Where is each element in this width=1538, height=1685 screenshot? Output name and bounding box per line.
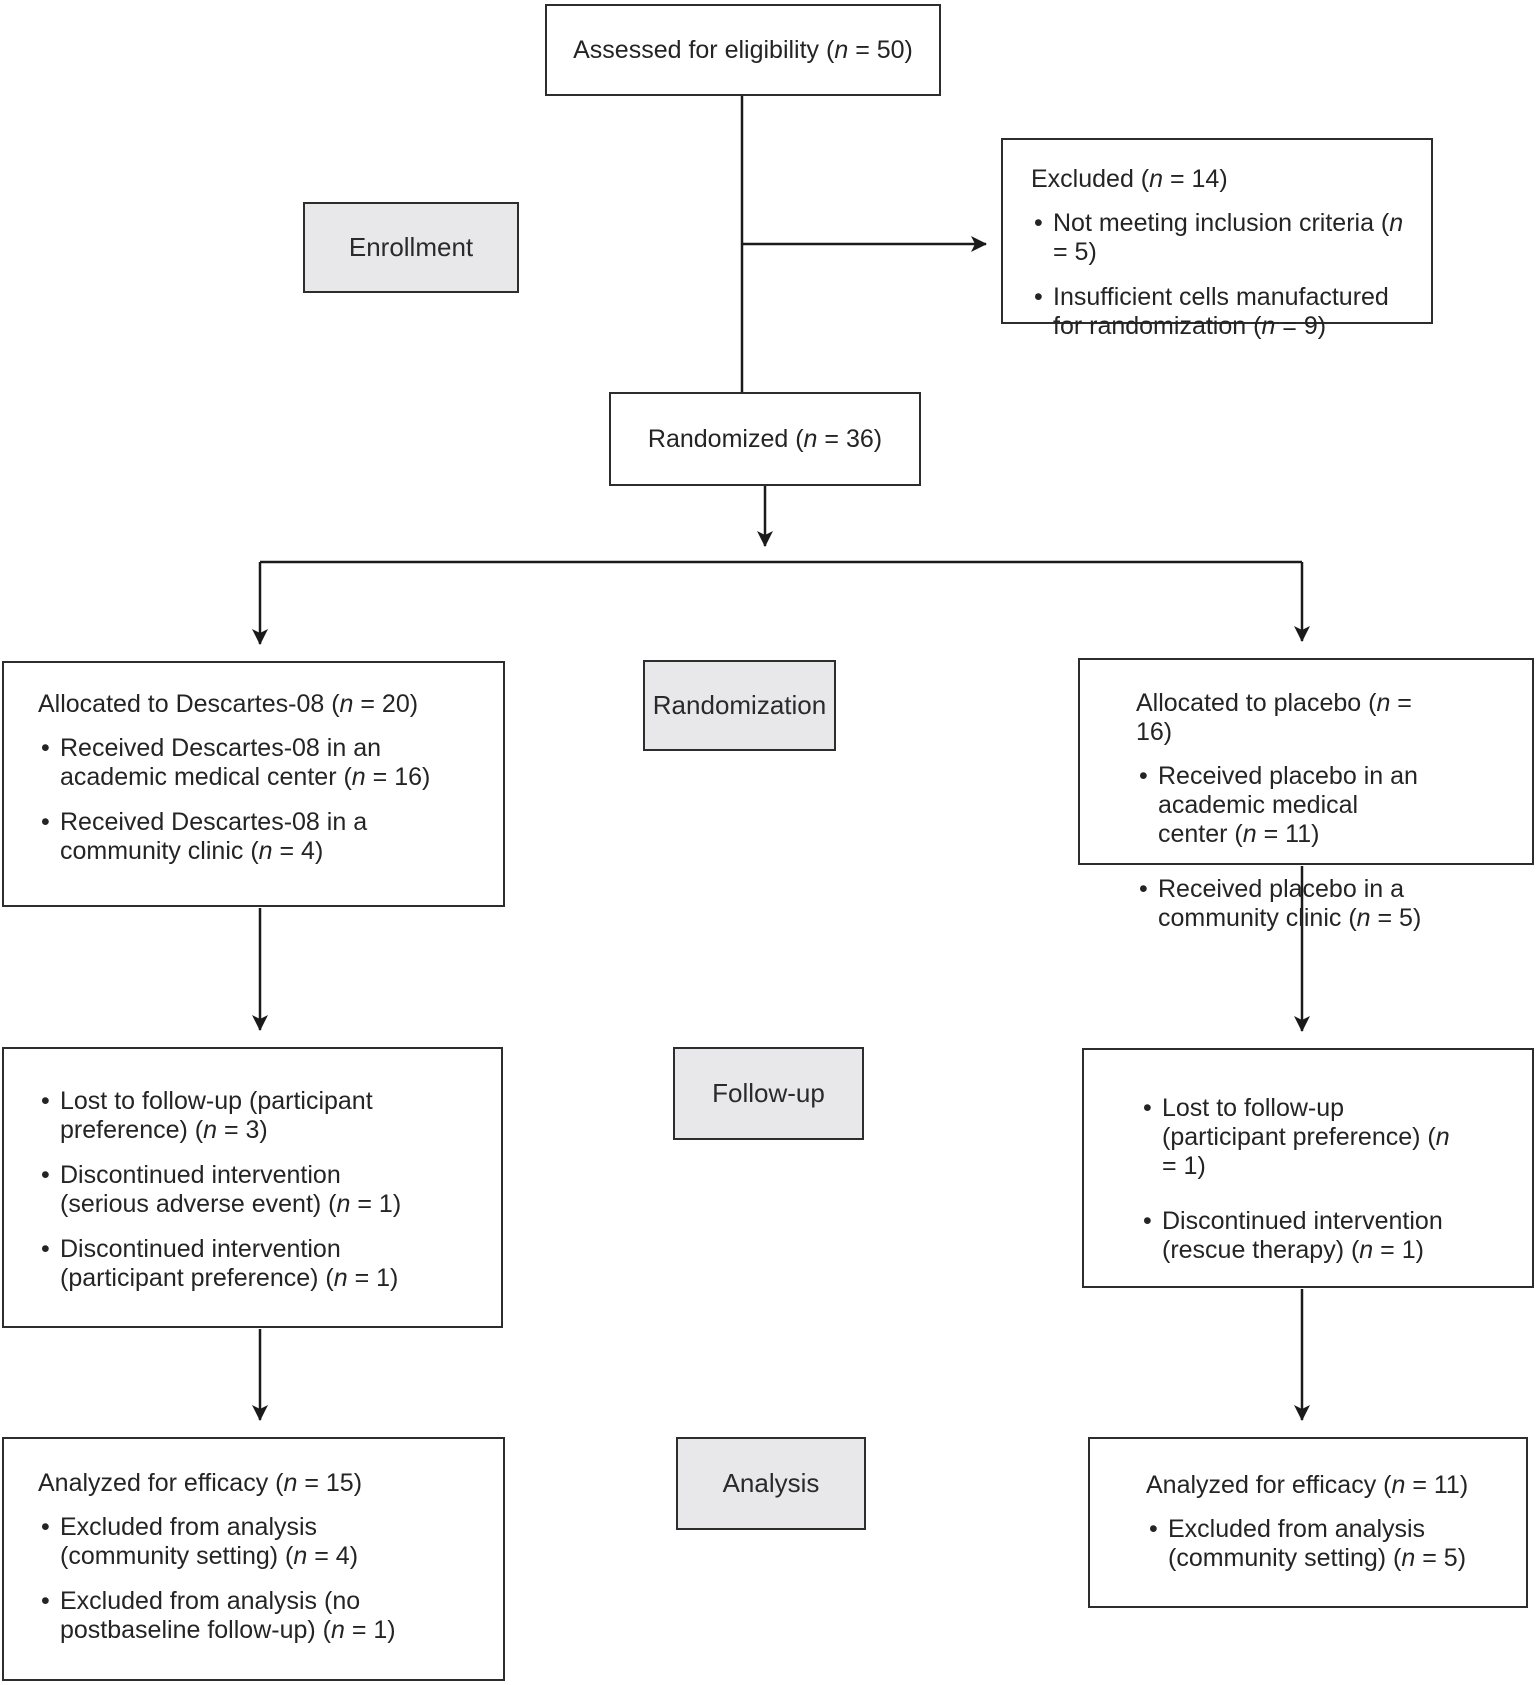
analyzed-descartes-bullet: Excluded from analysis (no postbaseline … (38, 1587, 438, 1645)
followup-descartes-bullet: Lost to follow-up (participant preferenc… (38, 1087, 408, 1145)
assessed-eligibility-text: Assessed for eligibility (n = 50) (573, 35, 913, 64)
allocated-placebo-bullet: Received placebo in an academic medical … (1136, 762, 1431, 849)
excluded-box: Excluded (n = 14) Not meeting inclusion … (1001, 138, 1433, 340)
followup-placebo-bullet: Lost to follow-up (participant preferenc… (1140, 1094, 1455, 1181)
excluded-bullet: Not meeting inclusion criteria (n = 5) (1031, 209, 1413, 267)
analyzed-placebo-bullet: Excluded from analysis (community settin… (1146, 1515, 1512, 1573)
randomized-text: Randomized (n = 36) (647, 424, 883, 453)
analyzed-placebo-box: Analyzed for efficacy (n = 11) Excluded … (1088, 1437, 1528, 1608)
followup-descartes-bullet: Discontinued intervention (participant p… (38, 1235, 408, 1293)
randomized-box: Randomized (n = 36) (609, 392, 921, 486)
allocated-placebo-box: Allocated to placebo (n = 16) Received p… (1078, 658, 1534, 932)
allocated-placebo-bullet: Received placebo in a community clinic (… (1136, 875, 1431, 933)
excluded-title: Excluded (n = 14) (1031, 165, 1228, 193)
analyzed-placebo-title: Analyzed for efficacy (n = 11) (1146, 1471, 1469, 1499)
allocated-descartes-bullet: Received Descartes-08 in an academic med… (38, 734, 443, 792)
stage-label-analysis-text: Analysis (722, 1468, 820, 1498)
stage-label-followup: Follow-up (673, 1047, 864, 1140)
stage-label-enrollment: Enrollment (303, 202, 519, 293)
analyzed-descartes-box: Analyzed for efficacy (n = 15) Excluded … (2, 1437, 505, 1681)
stage-label-enrollment-text: Enrollment (348, 232, 474, 262)
allocated-placebo-title: Allocated to placebo (n = 16) (1136, 689, 1412, 746)
stage-label-randomization: Randomization (643, 660, 836, 751)
analyzed-descartes-bullet: Excluded from analysis (community settin… (38, 1513, 438, 1571)
stage-label-analysis: Analysis (676, 1437, 866, 1530)
followup-placebo-bullet: Discontinued intervention (rescue therap… (1140, 1207, 1455, 1265)
followup-descartes-bullet: Discontinued intervention (serious adver… (38, 1161, 408, 1219)
analyzed-descartes-title: Analyzed for efficacy (n = 15) (38, 1469, 363, 1497)
stage-label-randomization-text: Randomization (652, 690, 827, 720)
followup-descartes-box: Lost to follow-up (participant preferenc… (2, 1047, 503, 1328)
stage-label-followup-text: Follow-up (712, 1078, 825, 1108)
followup-placebo-box: Lost to follow-up (participant preferenc… (1082, 1048, 1534, 1288)
allocated-descartes-box: Allocated to Descartes-08 (n = 20) Recei… (2, 661, 505, 907)
allocated-descartes-bullet: Received Descartes-08 in a community cli… (38, 808, 443, 866)
excluded-bullet: Insufficient cells manufactured for rand… (1031, 283, 1413, 341)
allocated-descartes-title: Allocated to Descartes-08 (n = 20) (38, 690, 419, 718)
assessed-eligibility-box: Assessed for eligibility (n = 50) (545, 4, 941, 96)
